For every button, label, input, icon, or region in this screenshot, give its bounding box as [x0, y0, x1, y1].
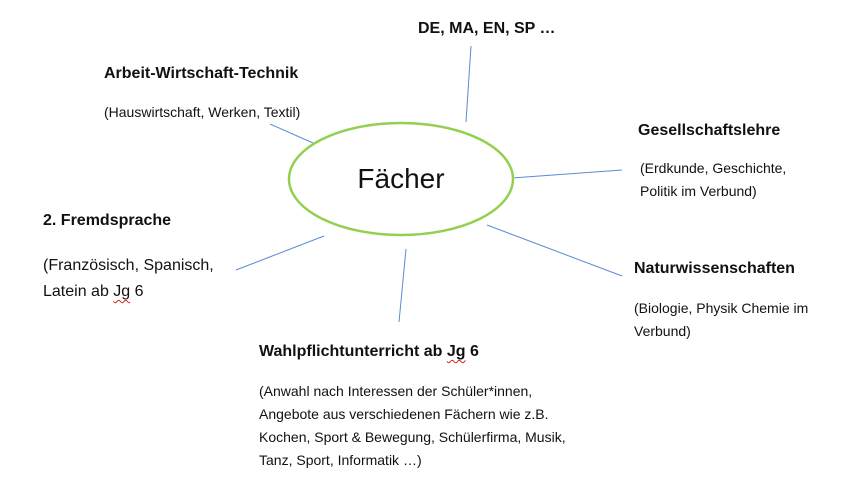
spellcheck-flagged-word: Jg: [446, 343, 466, 360]
wpu-title-post: 6: [465, 343, 479, 360]
node-fremdsprache-desc-line2: Latein ab Jg 6: [43, 278, 144, 305]
fremdsprache-text-post: 6: [130, 283, 144, 300]
node-wpu-desc-line4: Tanz, Sport, Informatik …): [259, 452, 422, 468]
node-gesellschaft-desc-line2: Politik im Verbund): [640, 183, 757, 199]
node-wpu-desc-line2: Angebote aus verschiedenen Fächern wie z…: [259, 406, 549, 422]
node-core-title: DE, MA, EN, SP …: [418, 20, 556, 37]
node-wpu-desc-line1: (Anwahl nach Interessen der Schüler*inne…: [259, 383, 533, 399]
wpu-title-pre: Wahlpflichtunterricht ab: [259, 343, 447, 360]
connector-awt: [269, 123, 314, 144]
node-awt-title: Arbeit-Wirtschaft-Technik: [104, 65, 299, 82]
node-gesellschaft-desc-line1: (Erdkunde, Geschichte,: [640, 160, 787, 176]
connector-core: [465, 45, 472, 123]
node-natur-desc-line2: Verbund): [634, 323, 691, 339]
node-awt-desc: (Hauswirtschaft, Werken, Textil): [104, 104, 301, 120]
center-label: Fächer: [357, 163, 445, 194]
fremdsprache-text-pre: Latein ab: [43, 283, 114, 300]
node-fremdsprache-desc-line1: (Französisch, Spanisch,: [43, 257, 214, 274]
node-wpu-desc-line3: Kochen, Sport & Bewegung, Schülerfirma, …: [259, 429, 566, 445]
connector-fremdsprache: [235, 235, 325, 271]
center-ellipse: [287, 121, 515, 237]
connector-wpu: [398, 248, 407, 323]
connector-natur: [486, 224, 623, 277]
node-natur-title: Naturwissenschaften: [634, 260, 795, 277]
node-fremdsprache-title: 2. Fremdsprache: [43, 212, 172, 229]
connector-gesellschaft: [511, 169, 623, 179]
node-natur-desc-line1: (Biologie, Physik Chemie im: [634, 300, 809, 316]
spellcheck-flagged-word: Jg: [113, 283, 131, 300]
node-wpu-title: Wahlpflichtunterricht ab Jg 6: [259, 343, 479, 361]
node-gesellschaft-title: Gesellschaftslehre: [638, 122, 781, 139]
